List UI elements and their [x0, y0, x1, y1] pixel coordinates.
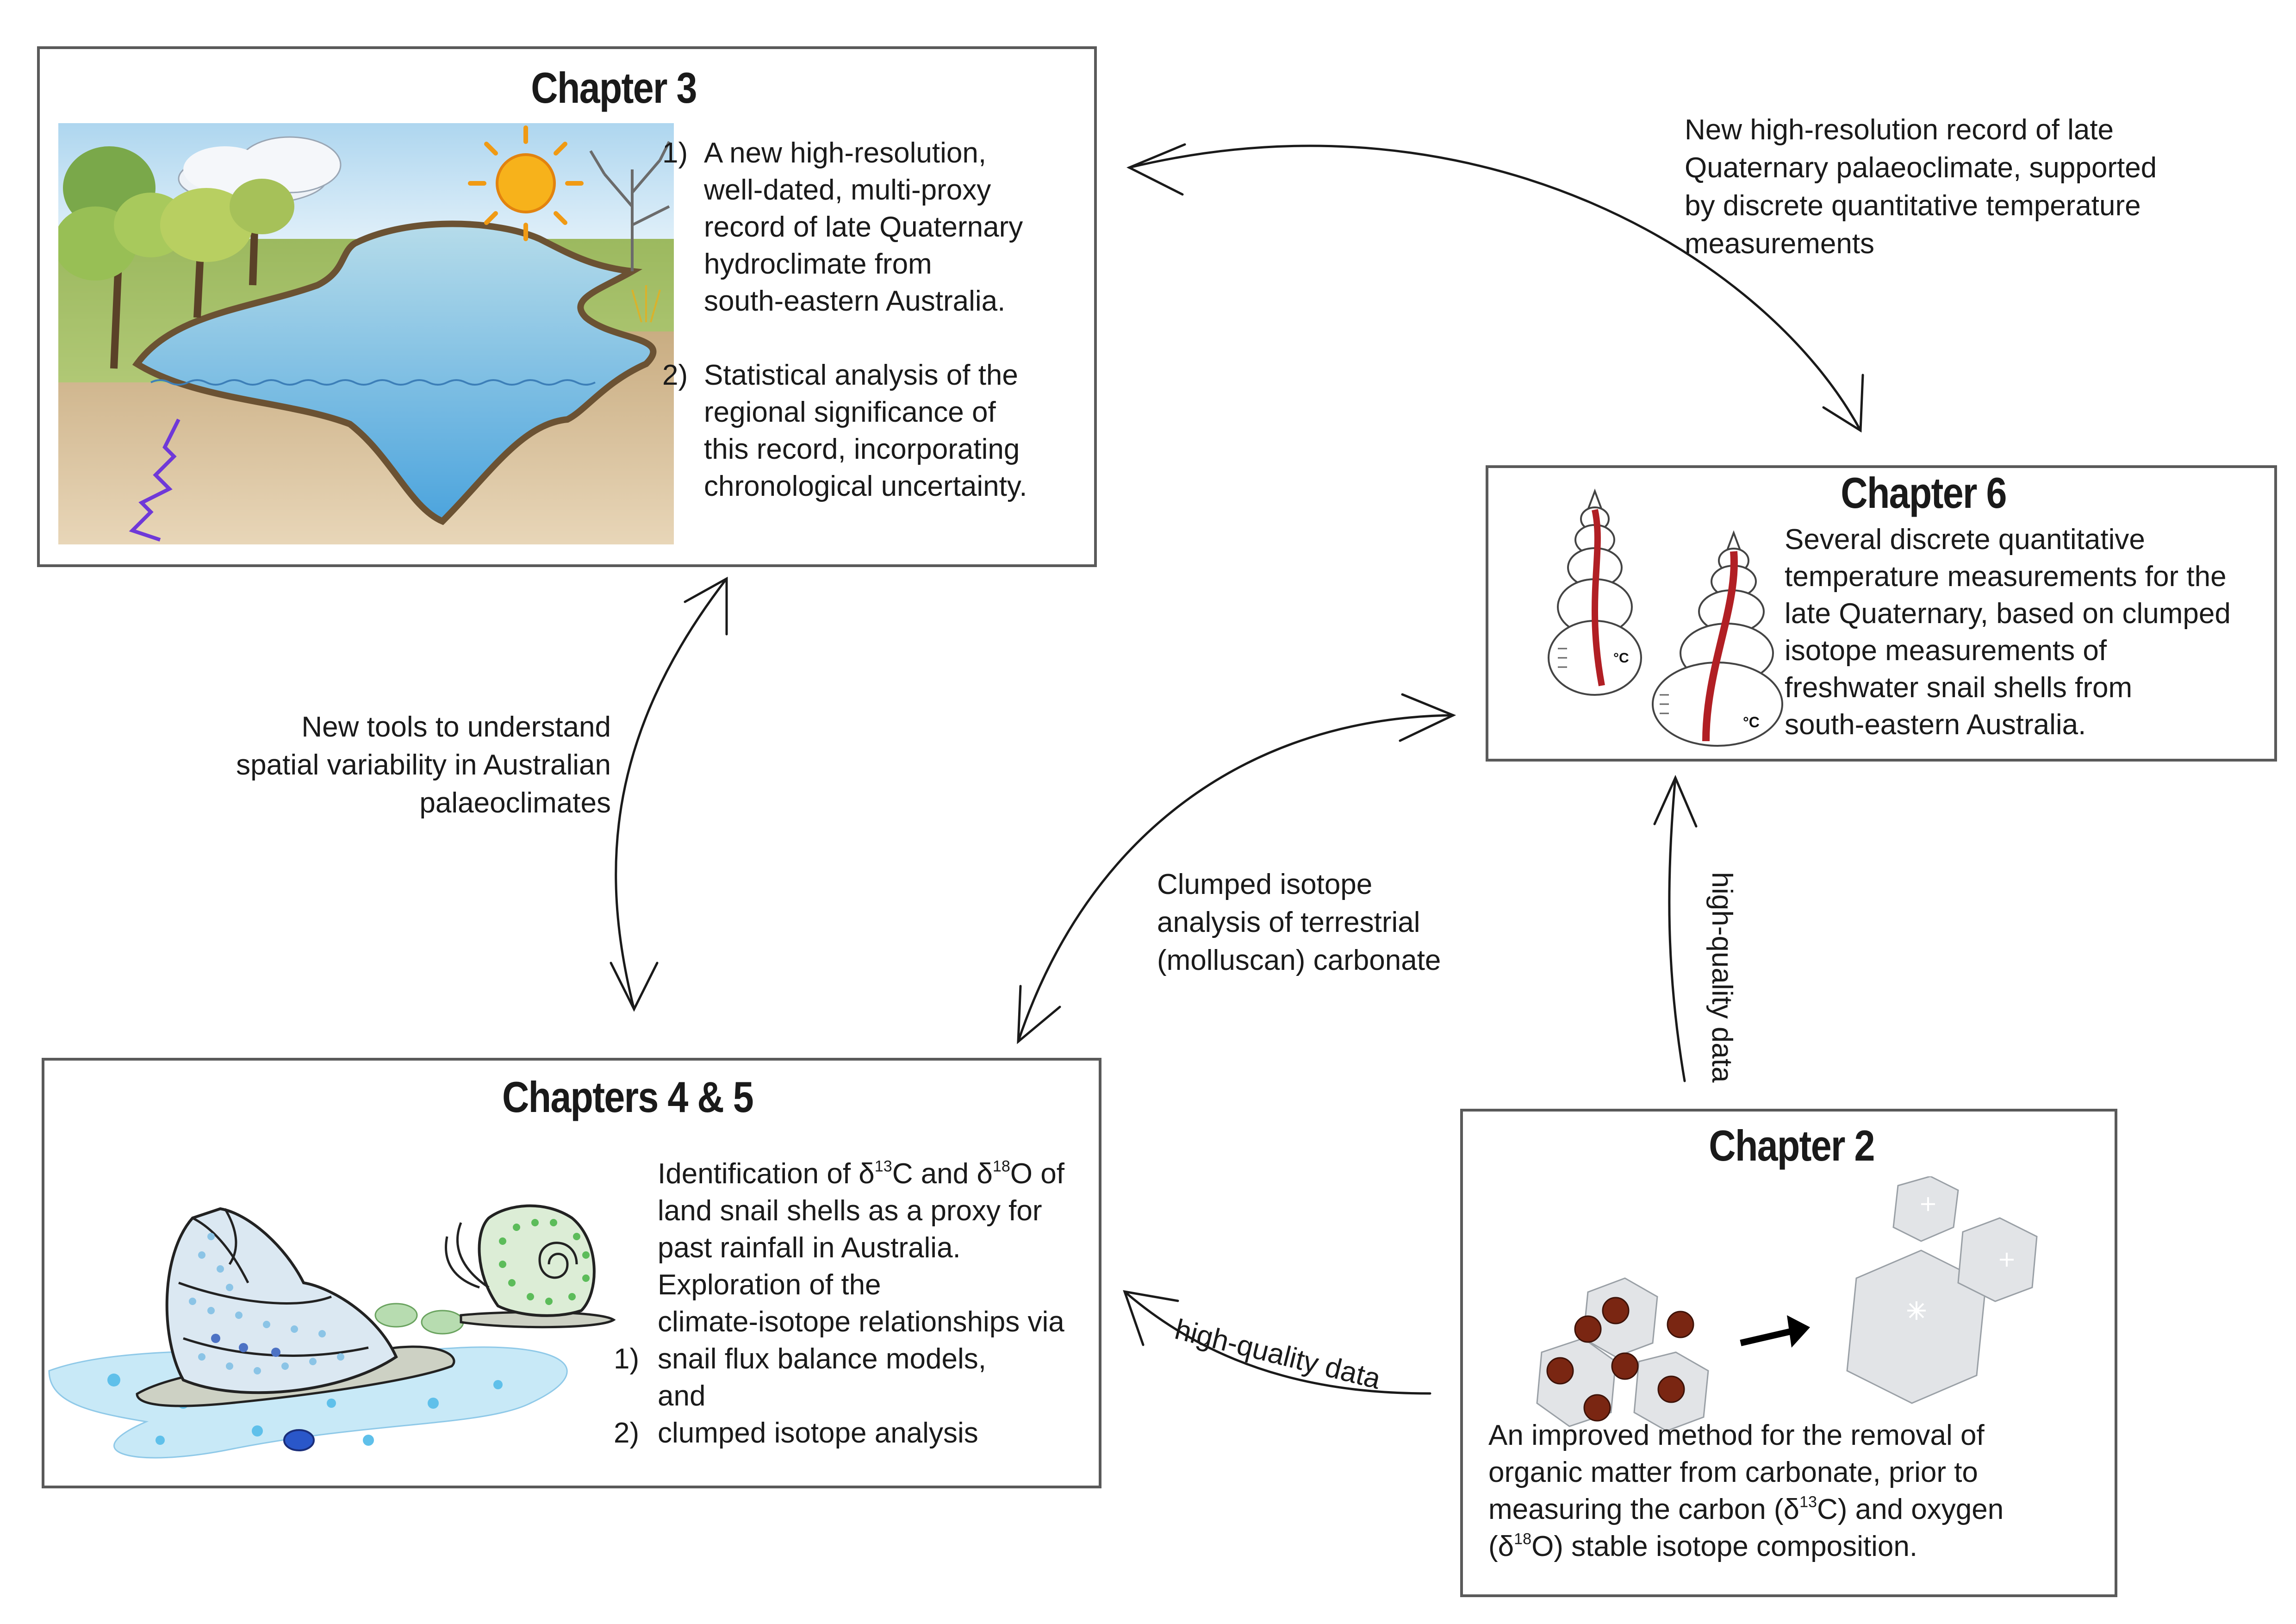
shell-temperature-label: °C	[1613, 650, 1629, 666]
chapter3-list: 1) A new high-resolution, well-dated, mu…	[662, 135, 1079, 542]
land-snails-illustration	[48, 1204, 616, 1459]
arrow-ch3-ch45	[615, 577, 728, 1011]
chapters45-title: Chapters 4 & 5	[502, 1073, 754, 1121]
chapter2-line: organic matter from carbonate, prior to	[1488, 1456, 1978, 1488]
chapter3-title: Chapter 3	[531, 63, 697, 112]
chapters45-line1: Identification of δ13C and δ18O of	[658, 1157, 1064, 1190]
arrow-label-left: New tools to understand spatial variabil…	[236, 711, 611, 819]
list-text: Statistical analysis of the regional sig…	[704, 359, 1027, 502]
chapters45-box: Chapters 4 & 5	[42, 1058, 1101, 1488]
lake-landscape-illustration	[58, 123, 674, 544]
arrow-ch2-ch45	[1123, 1290, 1431, 1395]
list-item: 2) Statistical analysis of the regional …	[662, 357, 1079, 505]
chapters45-line: climate-isotope relationships via	[658, 1306, 1064, 1338]
arrow-ch3-ch6	[1128, 144, 1862, 432]
arrow-ch2-ch6	[1668, 776, 1686, 1082]
carbonate-crystals-illustration	[1536, 1176, 2038, 1432]
sun-icon	[468, 125, 584, 241]
list-number: 1)	[614, 1343, 640, 1375]
arrow-label-top-right: New high-resolution record of late Quate…	[1685, 114, 2157, 260]
arrow-label-middle: Clumped isotope analysis of terrestrial …	[1157, 868, 1441, 976]
list-number: 2)	[662, 359, 688, 391]
chapter2-title: Chapter 2	[1709, 1121, 1875, 1170]
arrow-ch6-ch45	[1017, 714, 1455, 1043]
chapter2-line: (δ18O) stable isotope composition.	[1488, 1530, 1918, 1562]
chapters45-line: past rainfall in Australia.	[658, 1232, 961, 1264]
chapters45-text: Identification of δ13C and δ18O of land …	[658, 1156, 1064, 1341]
chapters45-line: Exploration of the	[658, 1269, 881, 1301]
chapter2-text: An improved method for the removal of or…	[1488, 1417, 2004, 1565]
list-item: 1)snail flux balance models,	[614, 1341, 986, 1378]
list-item: 2)clumped isotope analysis	[614, 1415, 986, 1452]
chapter2-line: An improved method for the removal of	[1488, 1419, 1985, 1451]
chapter2-box: Chapter 2 An improved method for the rem…	[1460, 1109, 2117, 1597]
list-number: 2)	[614, 1417, 640, 1449]
chapter6-box: Chapter 6 °C °C Several discrete quantit…	[1486, 465, 2277, 762]
chapter2-line: measuring the carbon (δ13C) and oxygen	[1488, 1493, 2004, 1525]
dead-tree-icon	[589, 141, 671, 271]
chapter6-title: Chapter 6	[1841, 468, 2007, 517]
shell-temperature-label: °C	[1743, 714, 1760, 731]
chapter3-box: Chapter 3	[37, 46, 1097, 567]
arrow-label-vertical: high-quality data	[1706, 872, 1738, 1083]
chapters45-line: land snail shells as a proxy for	[658, 1195, 1042, 1227]
list-text: A new high-resolution, well-dated, multi…	[704, 137, 1023, 317]
list-item: and	[658, 1380, 706, 1412]
chapter6-text: Several discrete quantitative temperatur…	[1785, 524, 2231, 741]
list-item: 1) A new high-resolution, well-dated, mu…	[662, 135, 1079, 320]
list-number: 1)	[662, 137, 688, 169]
snail-shells-illustration: °C °C	[1548, 488, 1783, 747]
trees-icon	[58, 146, 294, 369]
chapters45-list: 1)snail flux balance models, and 2)clump…	[614, 1341, 986, 1452]
